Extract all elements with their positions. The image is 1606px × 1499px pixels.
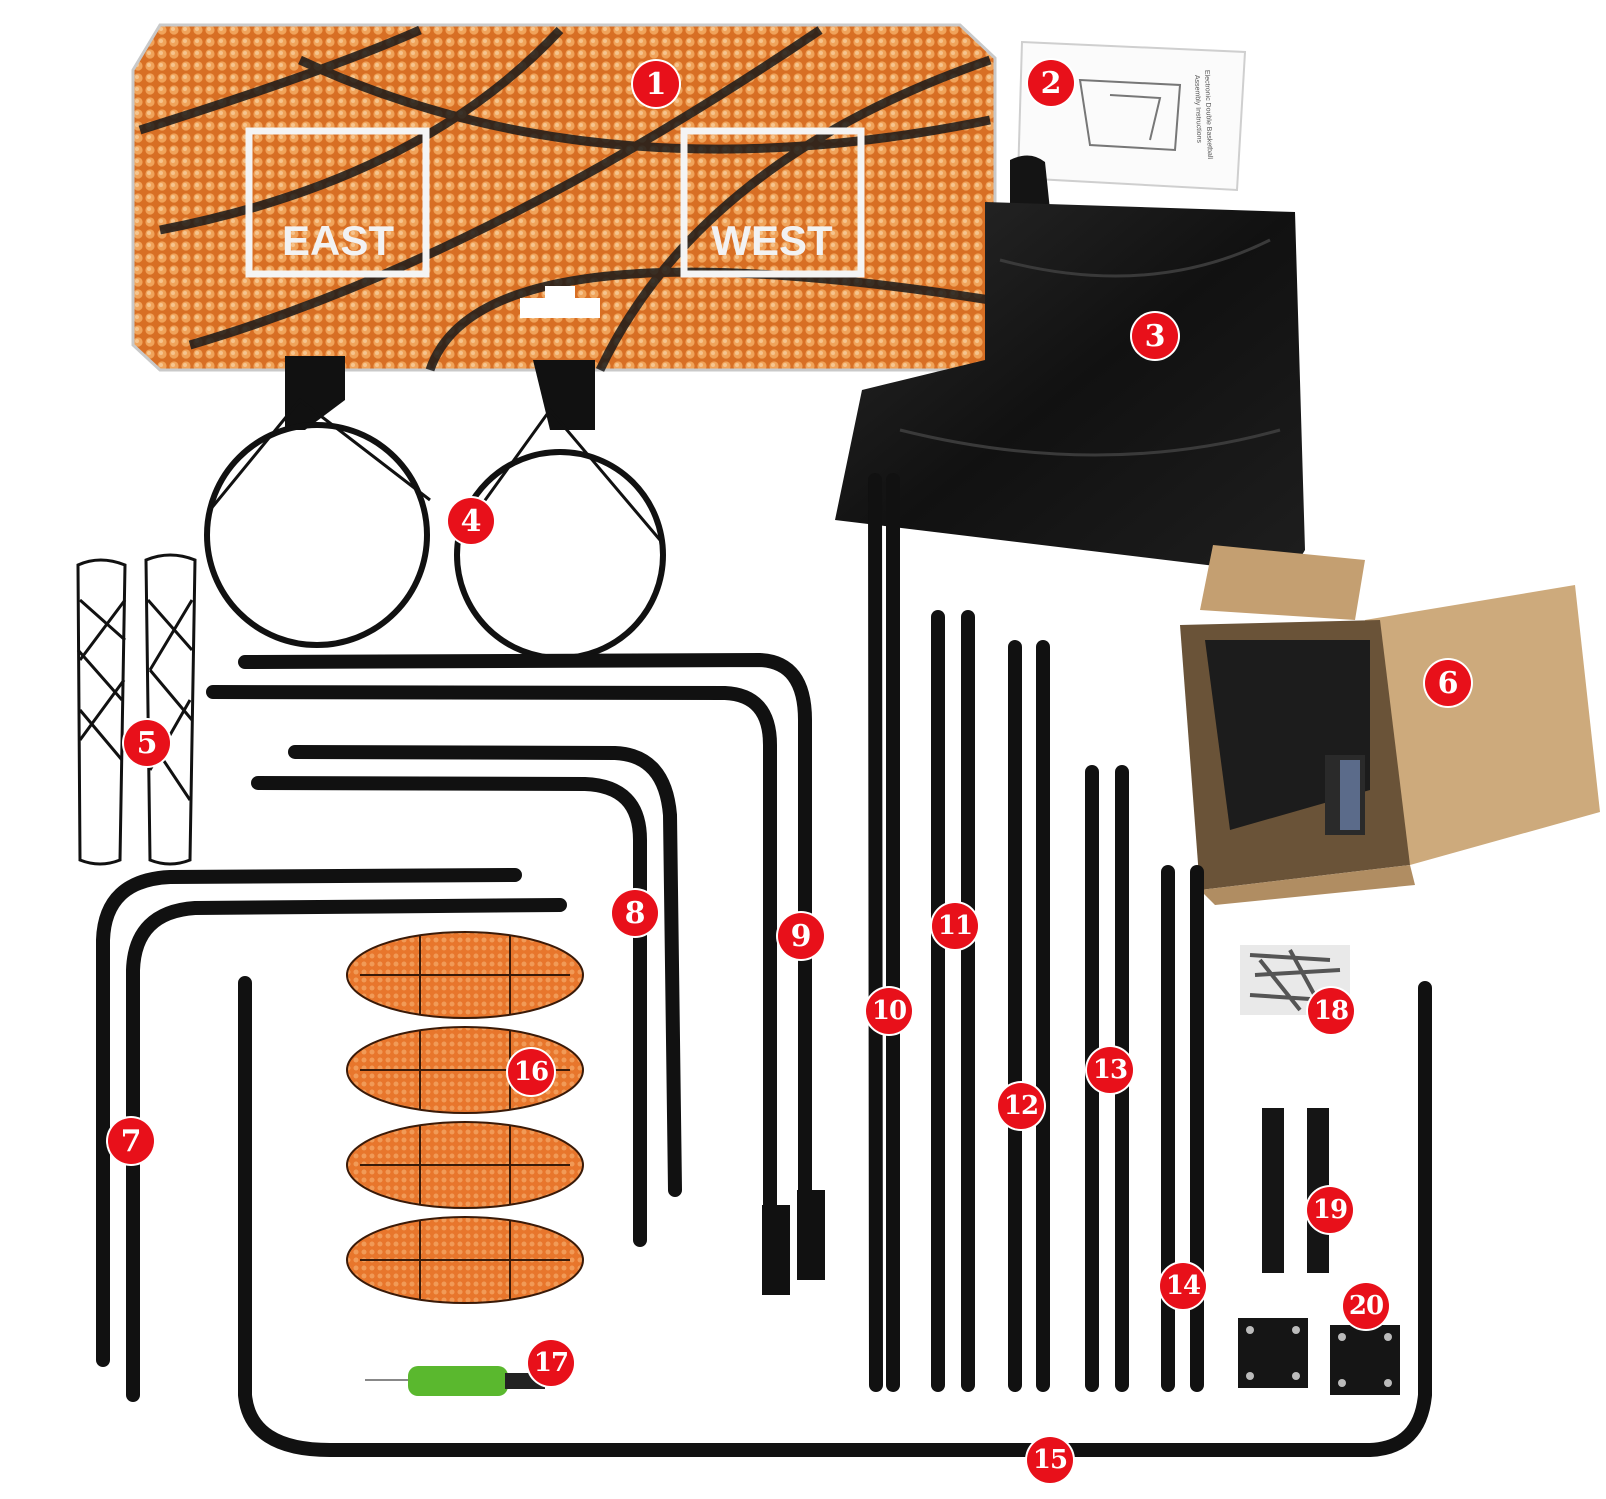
callout-11: 11 (932, 903, 978, 949)
backboard-left-label: EAST (282, 217, 394, 264)
callout-2: 2 (1028, 60, 1074, 106)
screw-bag (1240, 945, 1350, 1015)
base-plates (1238, 1318, 1400, 1395)
callout-14: 14 (1160, 1263, 1206, 1309)
callout-3: 3 (1132, 313, 1178, 359)
callout-6: 6 (1425, 660, 1471, 706)
bent-frames (96, 652, 1432, 1457)
backboard-right-label: WEST (711, 217, 833, 264)
nets (76, 553, 197, 866)
manual-title-1: Electronic Double Basketball (1203, 70, 1213, 160)
rims (204, 356, 666, 661)
callout-7: 7 (108, 1118, 154, 1164)
pole-sleeves (762, 1190, 825, 1295)
callout-20: 20 (1343, 1283, 1389, 1329)
deflated-balls (346, 931, 584, 1304)
callout-17: 17 (528, 1340, 574, 1386)
straight-poles (868, 473, 1204, 1392)
callout-16: 16 (508, 1049, 554, 1095)
callout-18: 18 (1308, 988, 1354, 1034)
callout-15: 15 (1027, 1437, 1073, 1483)
callout-4: 4 (448, 498, 494, 544)
callout-10: 10 (866, 988, 912, 1034)
storage-bag (835, 155, 1305, 575)
callout-8: 8 (612, 890, 658, 936)
callout-5: 5 (124, 720, 170, 766)
callout-13: 13 (1087, 1047, 1133, 1093)
callout-9: 9 (778, 913, 824, 959)
backboard: EAST WEST (131, 23, 997, 372)
callout-19: 19 (1307, 1187, 1353, 1233)
manual-title-2: Assembly Instructions (1193, 75, 1202, 144)
hand-pump (365, 1366, 545, 1396)
instruction-manual: Electronic Double Basketball Assembly In… (1016, 40, 1247, 192)
callout-12: 12 (998, 1083, 1044, 1129)
callout-1: 1 (633, 61, 679, 107)
electronics-box (1180, 545, 1600, 905)
